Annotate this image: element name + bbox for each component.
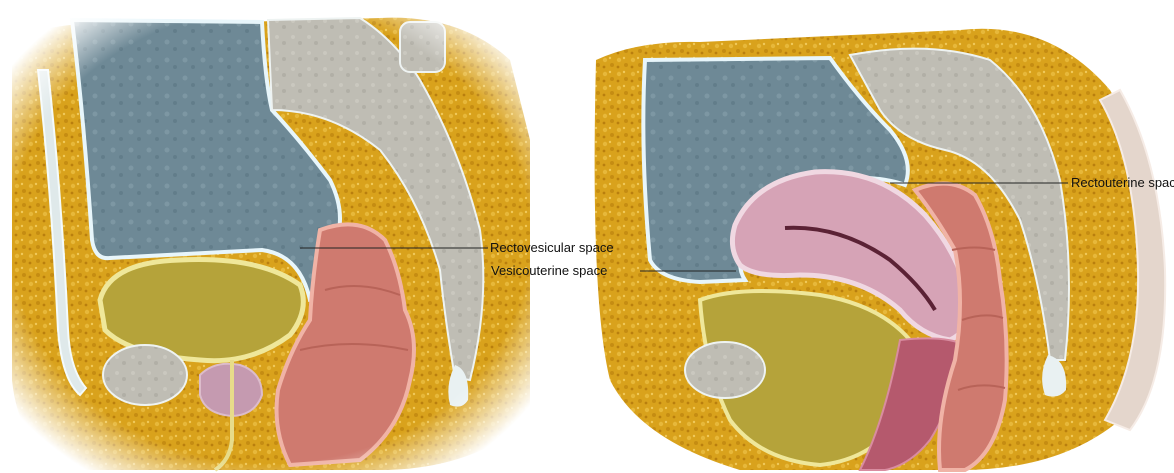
- male-pelvis-section: [0, 0, 540, 473]
- right-pubic-bone: [685, 342, 765, 398]
- label-rectovesicular-space: Rectovesicular space: [490, 240, 614, 255]
- label-vesicouterine-space: Vesicouterine space: [491, 263, 607, 278]
- female-pelvis-section: [595, 29, 1166, 470]
- label-rectouterine-space: Rectouterine space: [1071, 175, 1174, 190]
